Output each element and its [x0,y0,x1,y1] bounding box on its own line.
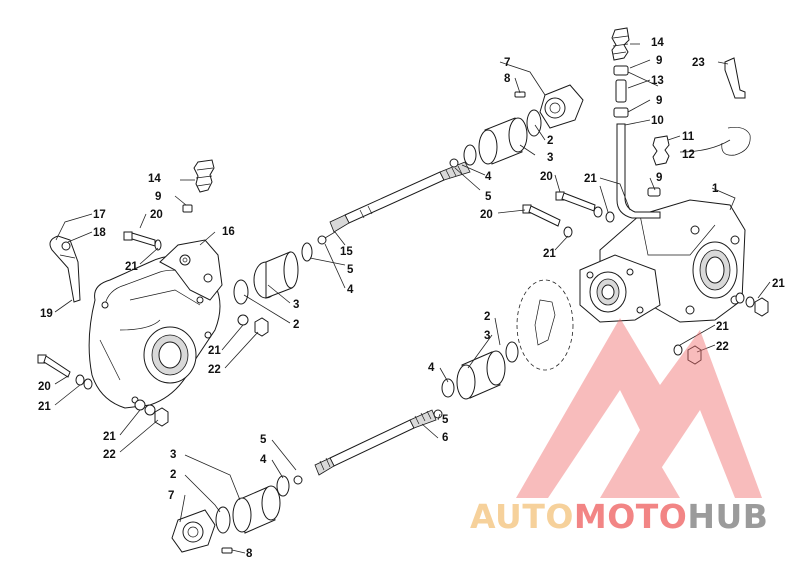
bolt-left-upper [123,231,162,251]
callout-6: 6 [442,432,448,444]
boot-right-lower [441,341,519,400]
callout-4c: 4 [428,362,435,374]
bolt-right-lower [522,204,573,238]
vent-tube-assembly [611,27,661,219]
axle-shaft-lower [314,409,443,476]
watermark-text-hub: HUB [687,497,768,536]
callout-22c: 22 [103,449,116,461]
watermark-text-auto: AUTO [470,497,574,536]
brake-disc [516,279,574,371]
callout-labels: 1 2 2 2 2 3 3 3 3 4 4 4 4 5 5 5 5 6 7 7 … [38,37,785,560]
callout-4a: 4 [485,171,492,183]
leader-lines [54,43,771,554]
callout-3a: 3 [547,152,553,164]
callout-9b: 9 [656,95,662,107]
boot-left-upper [233,235,327,305]
watermark-text-moto: MOTO [574,497,687,536]
spring-left [182,159,215,213]
callout-5b: 5 [347,264,354,276]
callout-21a: 21 [584,173,597,185]
callout-15: 15 [340,246,353,258]
callout-1: 1 [712,183,719,195]
callout-4d: 4 [260,454,267,466]
callout-22a: 22 [716,341,729,353]
callout-2a: 2 [547,135,553,147]
shift-lever-assembly [49,235,81,303]
callout-17: 17 [93,209,106,221]
washer-nut-right [673,292,769,365]
callout-3b: 3 [293,299,299,311]
boot-right-upper [449,84,584,168]
bolt-left-lower [37,354,93,390]
callout-12: 12 [682,149,695,161]
bolt-right-upper [555,191,615,223]
callout-21g: 21 [38,401,51,413]
callout-23: 23 [692,57,705,69]
callout-2d: 2 [170,469,176,481]
callout-14a: 14 [651,37,664,49]
watermark-triangle-mark [516,318,762,498]
callout-20a: 20 [540,171,553,183]
callout-18: 18 [93,227,106,239]
callout-20b: 20 [480,209,493,221]
callout-11: 11 [682,131,695,143]
svg-text:AUTOMOTOHUB: AUTOMOTOHUB [470,497,768,536]
callout-20d: 20 [38,381,51,393]
callout-21h: 21 [103,431,116,443]
callout-9d: 9 [155,191,161,203]
callout-21b: 21 [543,248,556,260]
callout-13: 13 [651,75,664,87]
callout-14b: 14 [148,173,161,185]
callout-21f: 21 [208,345,221,357]
callout-8a: 8 [504,73,511,85]
callout-2b: 2 [293,319,299,331]
axle-shaft-upper [329,161,471,233]
callout-20c: 20 [150,209,163,221]
callout-21d: 21 [716,321,729,333]
bracket-23 [724,57,746,99]
boot-left-lower [171,475,303,554]
watermark-logo: AUTOMOTOHUB [470,318,768,536]
callout-9c: 9 [656,172,662,184]
callout-7b: 7 [168,490,174,502]
callout-2c: 2 [484,311,490,323]
callout-16: 16 [222,226,235,238]
callout-19: 19 [40,308,53,320]
callout-7a: 7 [504,57,510,69]
right-gearcase-housing [579,199,746,323]
callout-21c: 21 [772,278,785,290]
retaining-ring-12 [721,126,751,156]
callout-21e: 21 [125,261,138,273]
callout-22b: 22 [208,364,221,376]
spring-11 [652,135,670,166]
callout-3d: 3 [170,449,176,461]
callout-5a: 5 [485,191,492,203]
callout-4b: 4 [347,284,354,296]
callout-10: 10 [651,115,664,127]
washer-nut-left [134,314,269,427]
callout-5d: 5 [260,434,267,446]
callout-5c: 5 [442,414,449,426]
callout-3c: 3 [484,330,490,342]
callout-8b: 8 [246,548,253,560]
callout-9a: 9 [656,55,662,67]
left-gearcase-housing [88,239,223,409]
